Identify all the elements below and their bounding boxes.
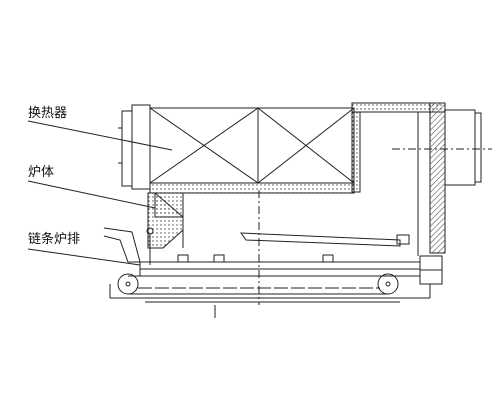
front-sprocket (117, 273, 139, 295)
furnace-outlet-duct (444, 109, 476, 186)
furnace-inner-wall (351, 111, 361, 193)
label-chain-grate: 链条炉排 (28, 232, 81, 247)
rear-sprocket (377, 273, 399, 295)
furnace-outlet-flange (474, 112, 482, 183)
exchanger-floor-insulation (149, 182, 355, 194)
label-heat-exchanger: 换热器 (28, 106, 68, 121)
label-furnace-body: 炉体 (28, 165, 55, 180)
leader-chain-grate (27, 248, 141, 266)
leader-furnace-body (27, 180, 156, 209)
exchanger-inlet-flange (131, 104, 151, 190)
furnace-right-wall-insulation (429, 102, 446, 254)
exchanger-inlet-duct (121, 110, 133, 187)
coal-hopper (103, 227, 141, 263)
deflector-plate (239, 232, 401, 247)
leader-heat-exchanger (27, 120, 173, 151)
